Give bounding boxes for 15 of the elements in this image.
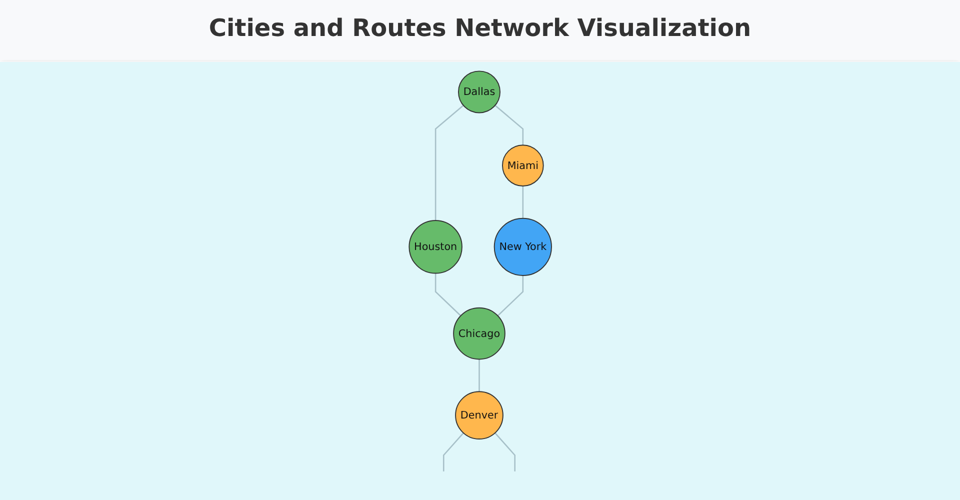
- node-circle: Chicago: [452, 307, 506, 360]
- node-circle: Miami: [502, 144, 544, 186]
- node-circle: New York: [494, 218, 552, 276]
- connector: [494, 104, 524, 146]
- node-circle: Houston: [408, 220, 462, 274]
- connector: [434, 104, 464, 221]
- title: Cities and Routes Network Visualization: [0, 0, 960, 60]
- node-circle: Dallas: [458, 70, 500, 114]
- connector: [442, 432, 464, 472]
- node-circle: Denver: [454, 391, 504, 440]
- connector: [522, 186, 524, 218]
- connector: [478, 359, 480, 392]
- connector: [434, 273, 461, 316]
- connector: [494, 432, 516, 472]
- connector: [496, 276, 524, 316]
